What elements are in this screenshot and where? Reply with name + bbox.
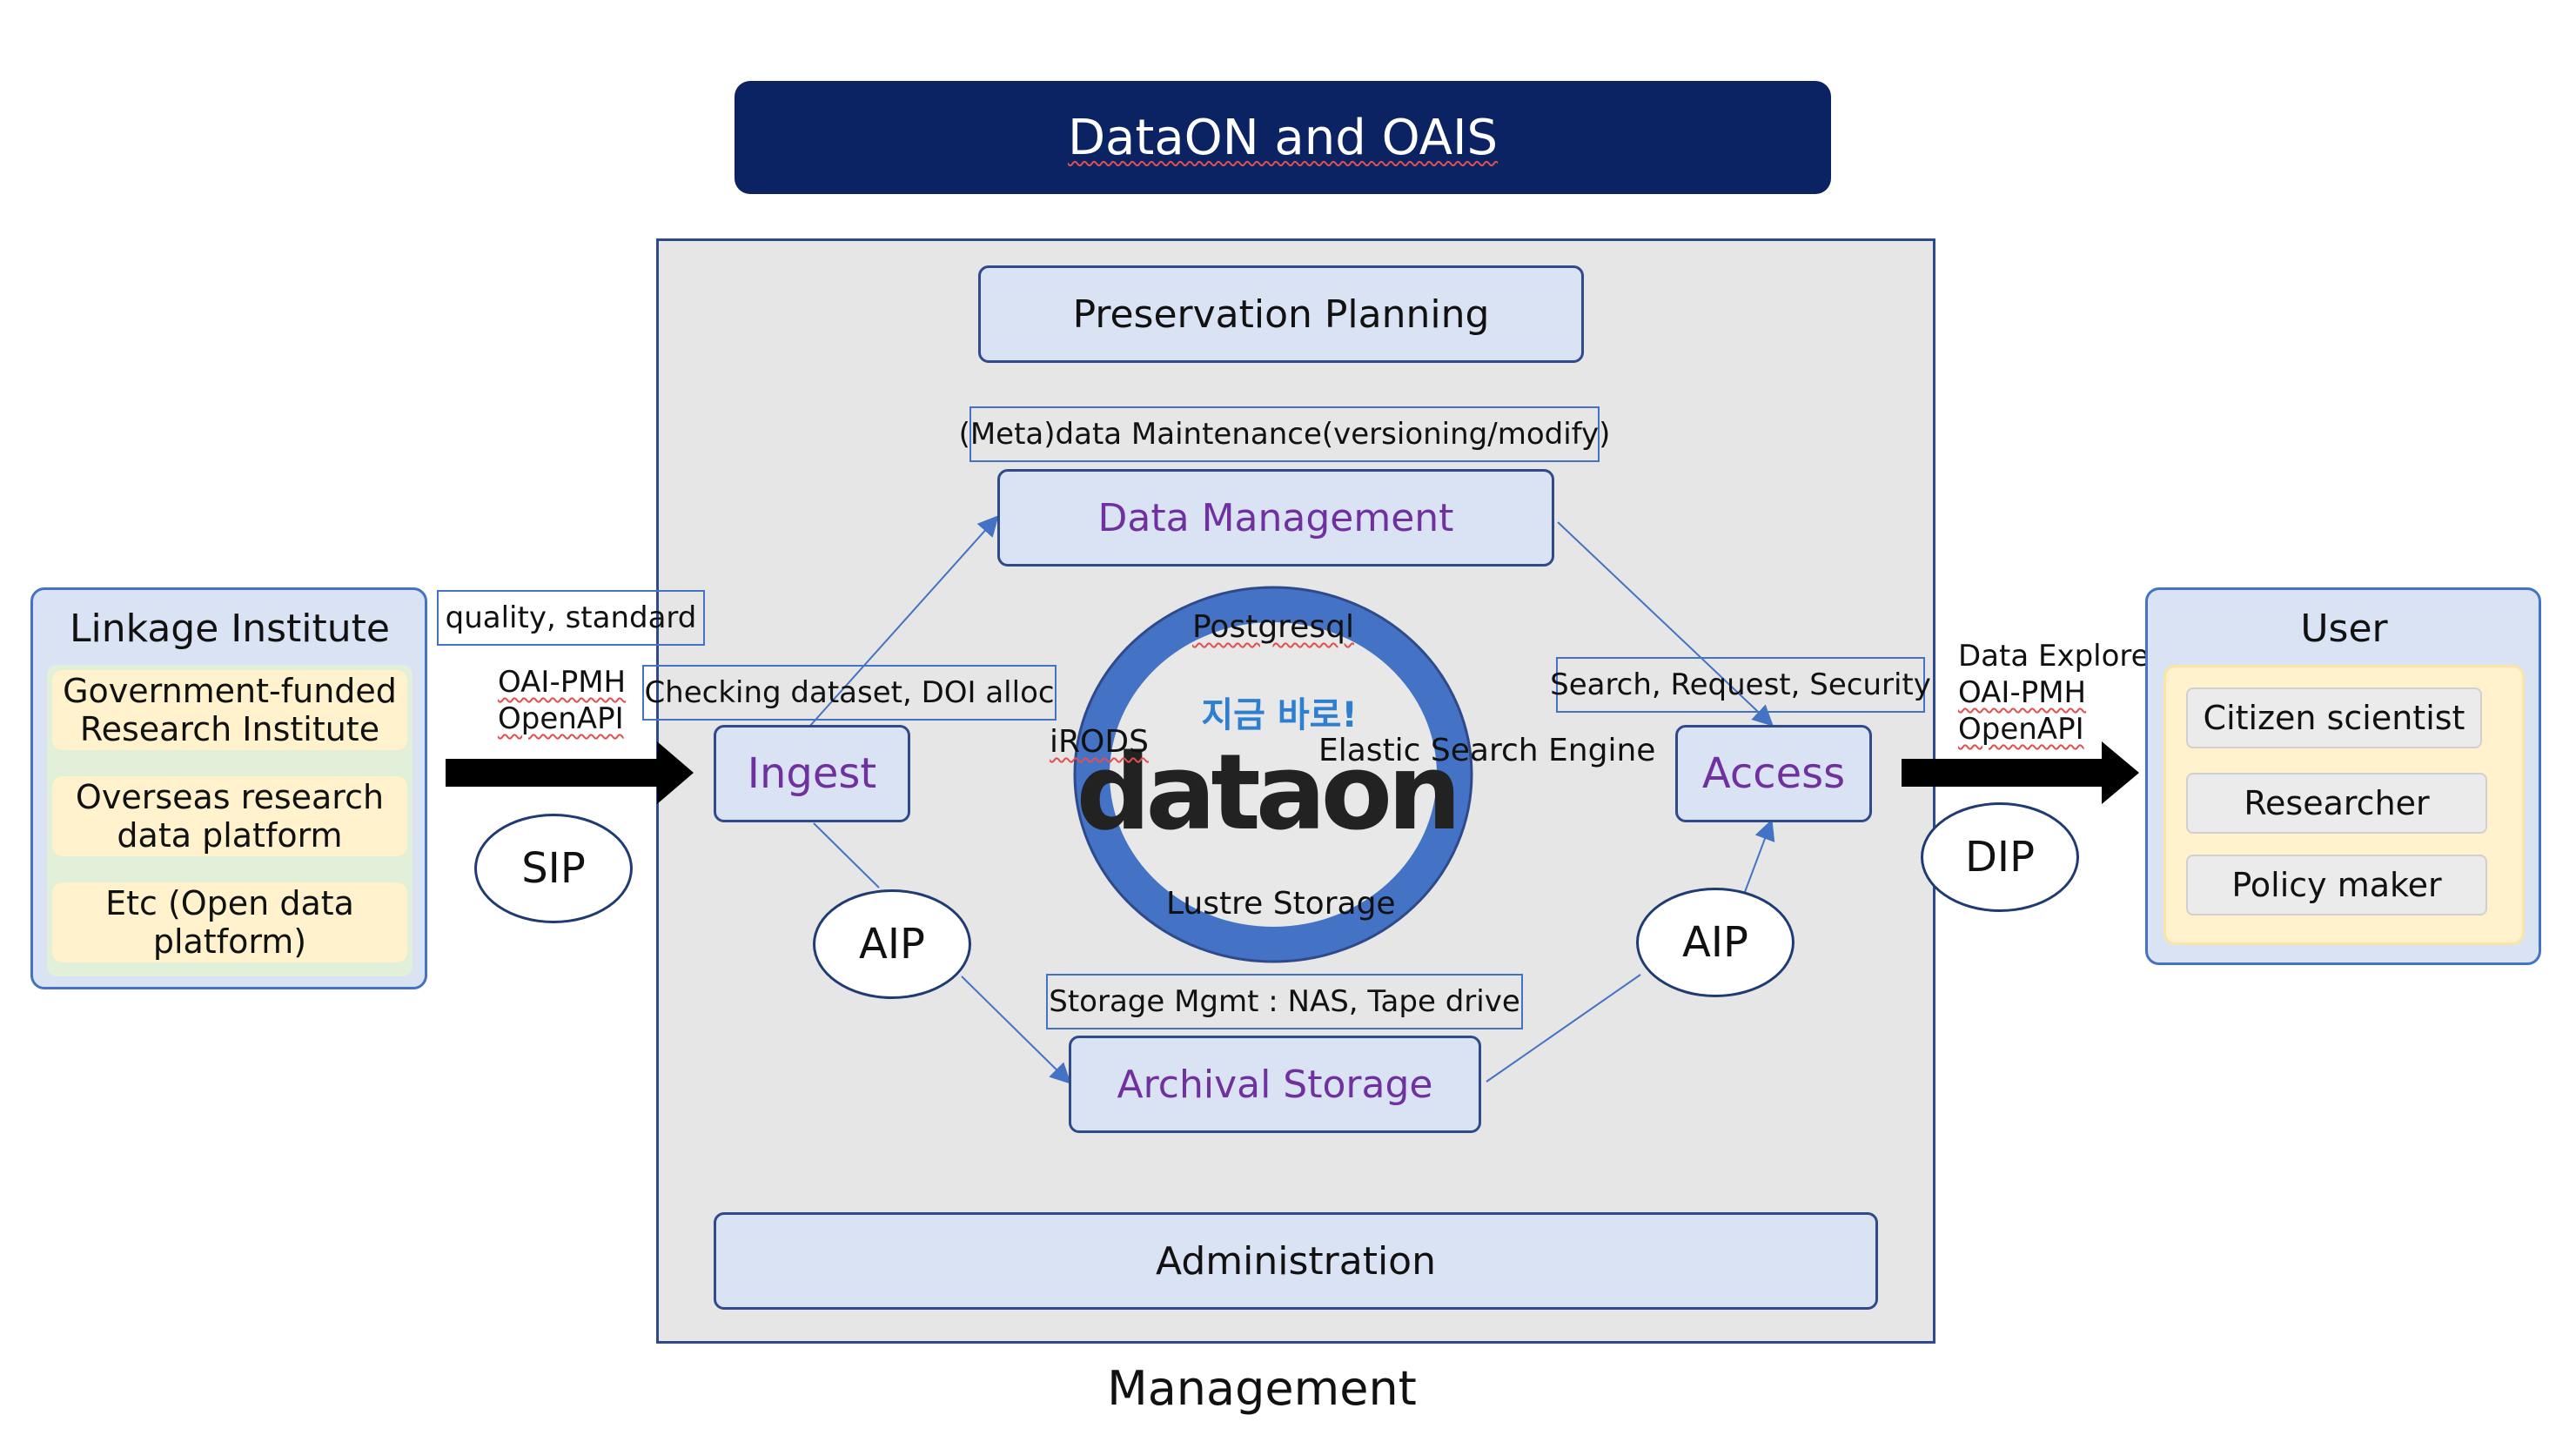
aip-to-access	[1744, 819, 1775, 893]
dataon-logo: 지금 바로! dataon	[1073, 586, 1473, 963]
dip-ellipse: DIP	[1921, 802, 2079, 912]
sip-arrow	[446, 741, 694, 804]
sip-ellipse: SIP	[474, 814, 633, 923]
user-item-researcher: Researcher	[2186, 773, 2487, 834]
access-box: Access	[1675, 725, 1872, 822]
administration-box: Administration	[714, 1212, 1878, 1310]
user-panel: User Citizen scientist Researcher Policy…	[2145, 587, 2541, 965]
checking-dataset-label: Checking dataset, DOI alloc	[642, 665, 1057, 721]
diagram-title: DataON and OAIS	[735, 81, 1831, 194]
aip-left-ellipse: AIP	[813, 889, 971, 999]
oai-pmh-left-label: OAI-PMH	[498, 665, 627, 700]
openapi-left-label: OpenAPI	[498, 701, 624, 736]
linkage-item-overseas: Overseas research data platform	[50, 774, 409, 858]
preservation-planning-box: Preservation Planning	[978, 265, 1584, 363]
user-item-policy-maker: Policy maker	[2186, 855, 2487, 915]
elastic-search-label: Elastic Search Engine	[1318, 733, 1656, 768]
data-explorer-label: Data Explorer	[1958, 639, 2162, 674]
irods-label: iRODS	[1050, 724, 1149, 760]
quality-standard-label: quality, standard	[437, 590, 705, 646]
archival-to-aip	[1486, 974, 1641, 1083]
user-title: User	[2300, 606, 2388, 651]
linkage-item-etc: Etc (Open data platform)	[50, 881, 409, 964]
ingest-box: Ingest	[714, 725, 910, 822]
openapi-right-label: OpenAPI	[1958, 712, 2084, 747]
metadata-maintenance-label: (Meta)data Maintenance(versioning/modify…	[959, 406, 1610, 462]
management-label: Management	[1107, 1360, 1417, 1416]
oai-pmh-right-label: OAI-PMH	[1958, 675, 2087, 710]
aip-to-archival	[961, 976, 1071, 1084]
linkage-institute-panel: Linkage Institute Government-funded Rese…	[30, 587, 427, 989]
lustre-storage-label: Lustre Storage	[1166, 886, 1396, 922]
linkage-item-government: Government-funded Research Institute	[50, 668, 409, 752]
dip-arrow	[1902, 741, 2139, 804]
logo-wordmark: dataon	[1076, 733, 1456, 854]
ingest-to-aip	[813, 822, 880, 888]
postgresql-label: Postgresql	[1192, 609, 1354, 645]
aip-right-ellipse: AIP	[1636, 888, 1794, 997]
archival-storage-box: Archival Storage	[1069, 1036, 1481, 1133]
data-management-to-access	[1557, 521, 1774, 727]
data-management-box: Data Management	[997, 469, 1554, 567]
linkage-institute-title: Linkage Institute	[69, 606, 390, 651]
ingest-to-data-management	[808, 515, 999, 728]
user-item-citizen-scientist: Citizen scientist	[2186, 687, 2482, 748]
storage-mgmt-label: Storage Mgmt : NAS, Tape drive	[1046, 974, 1523, 1029]
search-request-label: Search, Request, Security	[1550, 657, 1931, 713]
logo-korean-text: 지금 바로!	[1201, 695, 1357, 735]
